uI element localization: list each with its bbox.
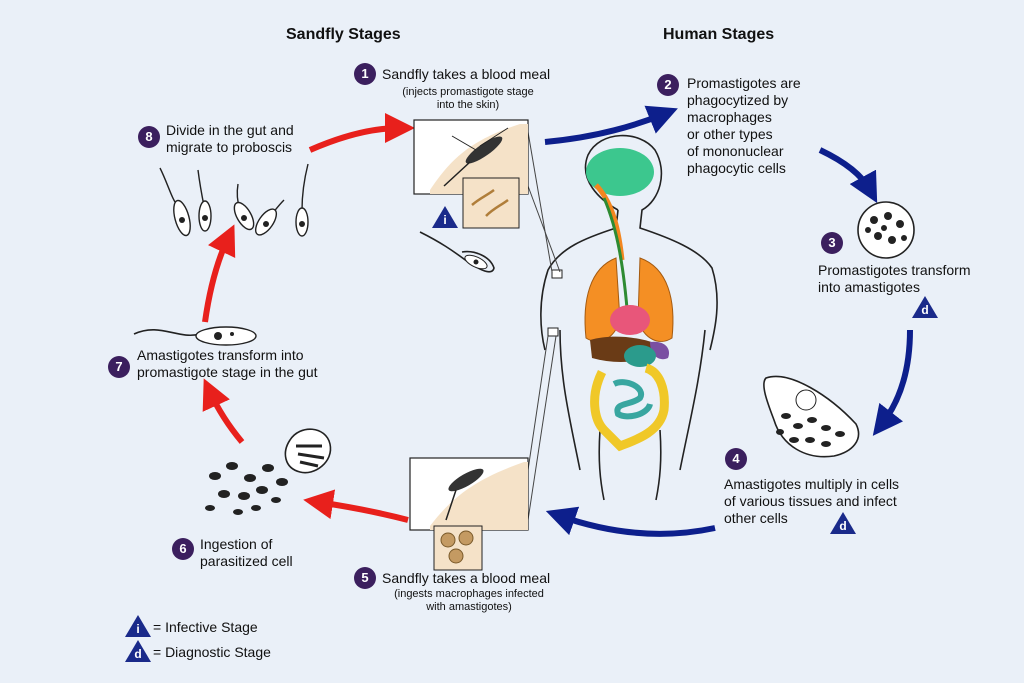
step-1-note: (injects promastigote stage into the ski… <box>402 86 534 111</box>
legend-diagnostic-label: = Diagnostic Stage <box>153 644 271 660</box>
step-5-note: (ingests macrophages infected with amast… <box>394 588 544 613</box>
step-4-label: Amastigotes multiply in cells of various… <box>724 476 900 526</box>
sandfly-panel-1 <box>413 119 529 273</box>
macrophage-stage-3 <box>857 201 915 259</box>
arrow-7-to-8 <box>202 224 236 323</box>
stomach <box>624 345 656 367</box>
step-5-circle: 5 <box>354 567 376 589</box>
arrow-4-to-5 <box>545 506 716 537</box>
body-marker-lower <box>547 327 559 337</box>
step-8-label: Divide in the gut and migrate to probosc… <box>166 122 294 155</box>
arrow-3-to-4 <box>872 329 913 436</box>
step-1-label: Sandfly takes a blood meal <box>382 66 551 82</box>
legend-diagnostic-icon: d <box>125 640 151 662</box>
parasitized-cell-stage-6 <box>284 428 332 474</box>
step-3-label: Promastigotes transform into amastigotes <box>818 262 971 295</box>
arrow-6-to-7 <box>202 378 245 444</box>
step-5-label: Sandfly takes a blood meal <box>382 570 551 586</box>
step-7-label: Amastigotes transform into promastigote … <box>137 347 318 380</box>
esophagus <box>602 197 630 321</box>
promastigote-stage-7 <box>133 326 257 346</box>
diagnostic-stage-badge-4: d <box>830 512 856 534</box>
small-intestine <box>612 379 653 420</box>
body-marker-upper <box>551 269 563 279</box>
human-stages-heading: Human Stages <box>663 26 775 43</box>
sandfly-panel-5 <box>409 457 529 571</box>
step-6-label: Ingestion of parasitized cell <box>200 536 293 569</box>
large-intestine <box>590 363 669 452</box>
heart <box>610 305 650 335</box>
step-7-circle: 7 <box>108 356 130 378</box>
promastigote-nuclei-stage-8 <box>179 215 305 227</box>
arrow-8-to-1 <box>308 113 415 153</box>
step-2-circle: 2 <box>657 74 679 96</box>
amastigotes-stage-6 <box>205 462 288 515</box>
arrow-1-to-2 <box>544 105 678 145</box>
diagnostic-stage-badge-3: d <box>912 296 938 318</box>
legend-infective-label: = Infective Stage <box>153 619 258 635</box>
step-4-circle: 4 <box>725 448 747 470</box>
arrow-5-to-6 <box>303 489 409 523</box>
step-8-circle: 8 <box>138 126 160 148</box>
red-cycle-arrows <box>202 113 415 523</box>
sandfly-stages-heading: Sandfly Stages <box>286 26 401 43</box>
step-2-label: Promastigotes are phagocytized by macrop… <box>687 75 801 176</box>
step-1-circle: 1 <box>354 63 376 85</box>
legend-infective-icon: i <box>125 615 151 637</box>
promastigotes-stage-8 <box>159 163 309 237</box>
step-3-circle: 3 <box>821 232 843 254</box>
step-6-circle: 6 <box>172 538 194 560</box>
throat <box>594 183 625 261</box>
brain <box>586 148 654 196</box>
blue-cycle-arrows <box>544 105 913 537</box>
infective-stage-badge: i <box>432 206 458 228</box>
infected-cell-stage-4 <box>763 375 860 458</box>
arrow-2-to-3 <box>818 147 878 204</box>
human-body <box>527 131 718 521</box>
